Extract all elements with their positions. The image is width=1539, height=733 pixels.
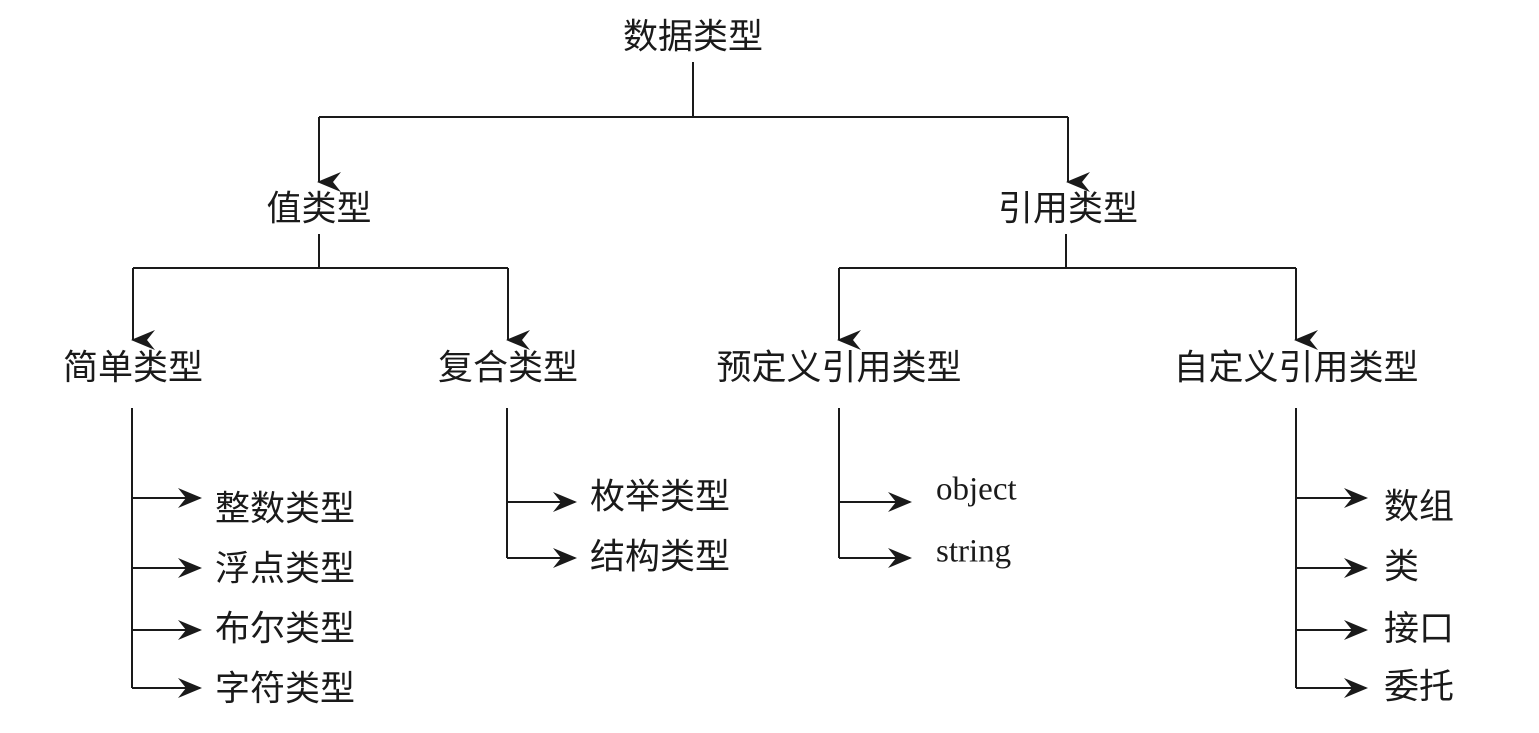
leaf-enum-type: 枚举类型 [590, 477, 731, 518]
node-reference-types: 引用类型 [997, 189, 1139, 230]
leaf-class-type: 类 [1384, 547, 1420, 588]
leaf-boolean-type: 布尔类型 [215, 609, 356, 650]
leaf-char-type: 字符类型 [215, 669, 356, 710]
node-predefined-reference-types: 预定义引用类型 [716, 348, 962, 389]
root-node-data-types: 数据类型 [622, 17, 764, 58]
leaf-delegate-type: 委托 [1384, 667, 1455, 708]
node-custom-reference-types: 自定义引用类型 [1173, 348, 1419, 389]
leaf-struct-type: 结构类型 [590, 537, 731, 578]
leaf-string-type: string [936, 533, 1012, 570]
node-compound-types: 复合类型 [437, 348, 579, 389]
leaf-array-type: 数组 [1384, 487, 1455, 528]
leaf-integer-type: 整数类型 [215, 489, 356, 530]
leaf-object-type: object [936, 471, 1017, 508]
leaf-interface-type: 接口 [1384, 609, 1455, 650]
node-simple-types: 简单类型 [62, 348, 204, 389]
node-value-types: 值类型 [266, 189, 372, 230]
leaf-float-type: 浮点类型 [215, 549, 356, 590]
